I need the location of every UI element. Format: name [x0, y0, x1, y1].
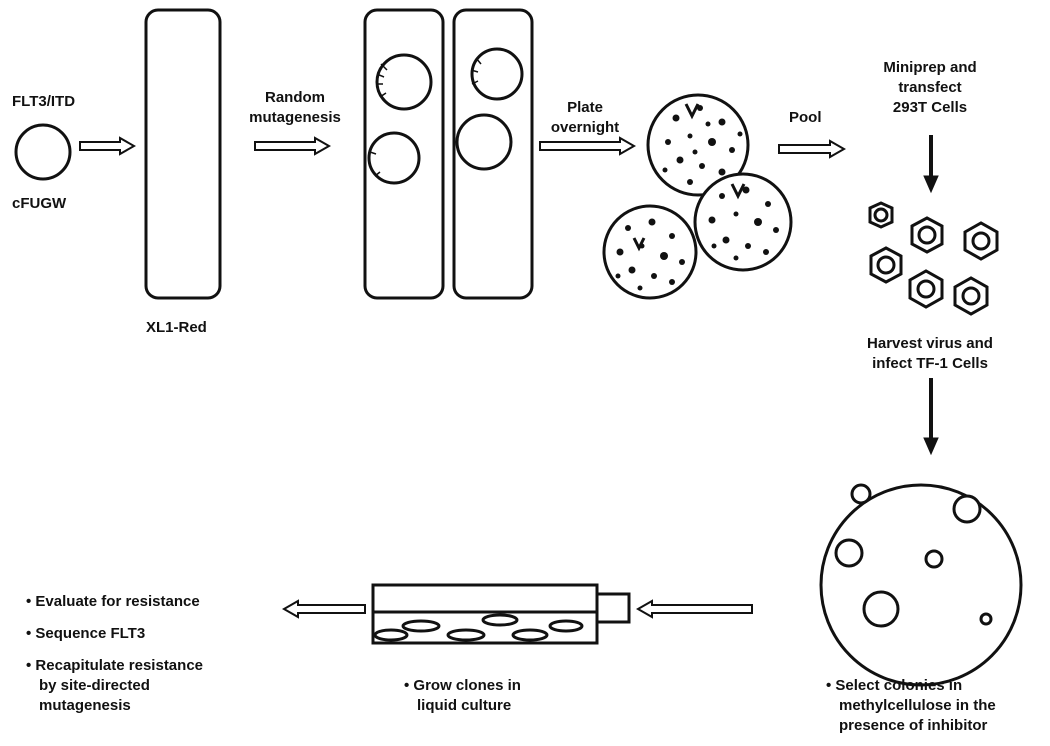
- xl1-red-tube: [144, 8, 222, 300]
- transfect-label: Miniprep and transfect 293T Cells: [883, 59, 977, 116]
- pool-label: Pool: [789, 109, 822, 126]
- vector-label: cFUGW: [12, 195, 67, 212]
- agar-plate-top: [646, 93, 750, 197]
- cell-293t-6: [953, 276, 989, 316]
- cell-293t-5: [908, 269, 944, 309]
- methylcellulose-dish: [819, 483, 1023, 687]
- plasmid-in-tube-3: [470, 47, 524, 101]
- select-label: Select colonies in methylcellulose in th…: [826, 676, 995, 736]
- cell-293t-1: [868, 201, 894, 229]
- cell-293t-3: [963, 221, 999, 261]
- agar-plate-left: [602, 204, 698, 300]
- final-step-sequence: Sequence FLT3: [26, 624, 203, 644]
- cell-293t-2: [910, 216, 944, 254]
- infect-label: Harvest virus and infect TF-1 Cells: [867, 335, 993, 372]
- mutagenesis-tube-right: [452, 8, 534, 300]
- arrow-to-transfect: [778, 139, 847, 159]
- arrow-to-mutagenesis: [254, 136, 332, 156]
- culture-flask: [371, 583, 631, 645]
- grow-label: Grow clones in liquid culture: [404, 676, 521, 716]
- plate-label: Plate overnight: [550, 99, 620, 136]
- plasmid-in-tube-1: [375, 53, 433, 111]
- mutagenesis-label: Random mutagenesis: [249, 89, 341, 126]
- final-step-recapitulate: Recapitulate resistance: [26, 656, 203, 676]
- arrow-to-evaluate: [281, 599, 366, 619]
- arrow-to-xl1-red: [79, 136, 137, 156]
- plasmid-in-tube-2: [367, 131, 421, 185]
- strain-label: XL1-Red: [146, 319, 207, 336]
- final-steps-list: Evaluate for resistance Sequence FLT3 Re…: [26, 592, 203, 716]
- final-step-evaluate: Evaluate for resistance: [26, 592, 203, 612]
- plasmid-circle: [14, 123, 72, 181]
- arrow-to-flask: [635, 599, 753, 619]
- cell-293t-4: [869, 246, 903, 284]
- plasmid-in-tube-4: [455, 113, 513, 171]
- plasmid-label: FLT3/ITD: [12, 93, 76, 110]
- arrow-to-plates: [539, 136, 637, 156]
- agar-plate-right: [693, 172, 793, 272]
- mutagenesis-tube-left: [363, 8, 445, 300]
